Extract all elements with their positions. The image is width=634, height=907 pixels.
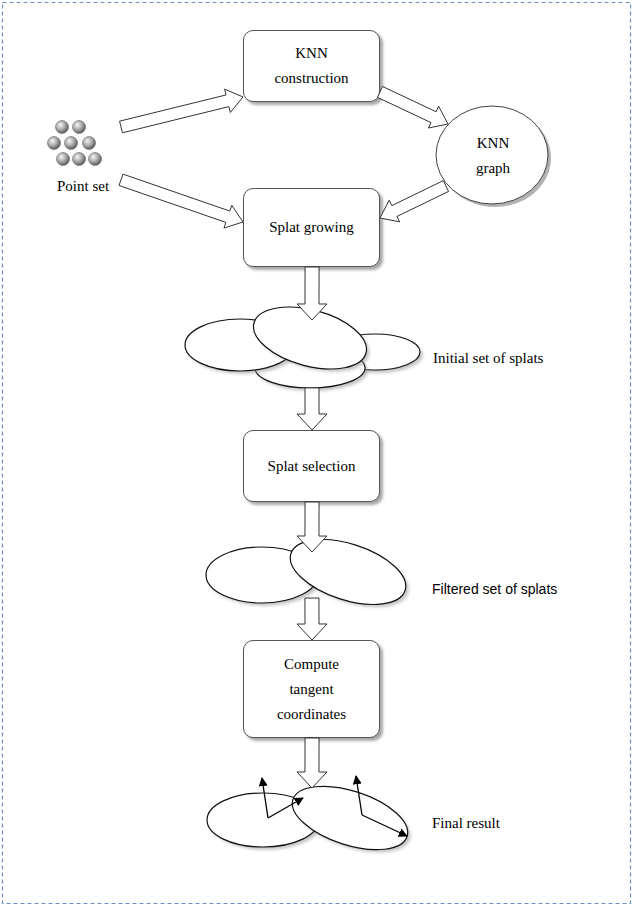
node-label: Compute tangent coordinates xyxy=(269,652,354,727)
splat-set: Initial set of splats xyxy=(183,308,583,393)
node-label: KNN graph xyxy=(463,131,523,181)
process-box: Compute tangent coordinates xyxy=(243,640,380,738)
block-arrow xyxy=(297,598,327,640)
block-arrow xyxy=(377,86,448,128)
point-cloud xyxy=(48,121,102,166)
ellipse-shape xyxy=(436,106,548,204)
point-sphere xyxy=(56,121,69,134)
tangent-vector xyxy=(356,776,362,815)
illustration-label: Point set xyxy=(57,177,109,195)
ellipse-outline xyxy=(433,103,553,209)
block-arrow xyxy=(120,89,243,133)
point-set: Point set xyxy=(45,115,121,195)
illustration-label: Initial set of splats xyxy=(433,349,543,367)
splat-illustration xyxy=(185,296,423,391)
node-label: KNN construction xyxy=(267,41,357,91)
dashed-frame xyxy=(3,3,631,904)
illustration-label: Final result xyxy=(432,814,500,832)
tangent-vector xyxy=(262,778,268,818)
process-box: Splat growing xyxy=(243,188,380,267)
block-arrow xyxy=(297,388,327,430)
block-arrow xyxy=(380,181,449,222)
tangent-vector xyxy=(362,815,407,836)
point-sphere xyxy=(73,121,86,134)
node-label: Splat selection xyxy=(254,454,369,479)
node-label: Splat growing xyxy=(254,215,369,240)
block-arrow xyxy=(119,174,243,228)
process-box: KNN construction xyxy=(243,30,380,102)
point-sphere xyxy=(89,153,102,166)
point-sphere xyxy=(65,137,78,150)
splat-set: Filtered set of splats xyxy=(200,540,590,612)
splat-illustration xyxy=(206,527,417,620)
splat-ellipse xyxy=(247,296,374,380)
illustration-label: Filtered set of splats xyxy=(432,580,557,598)
point-sphere xyxy=(48,137,61,150)
splat-ellipse xyxy=(282,527,413,617)
block-arrow xyxy=(297,502,327,552)
point-sphere xyxy=(57,153,70,166)
splat-illustration xyxy=(207,774,418,865)
point-sphere xyxy=(73,153,86,166)
splat-ellipse xyxy=(285,774,416,862)
point-sphere xyxy=(83,137,96,150)
data-ellipse: KNN graph xyxy=(433,103,553,209)
tangent-vector xyxy=(268,798,303,818)
block-arrow xyxy=(297,738,327,788)
process-box: Splat selection xyxy=(243,430,380,502)
block-arrow xyxy=(297,267,327,320)
result-set: Final result xyxy=(205,770,575,860)
